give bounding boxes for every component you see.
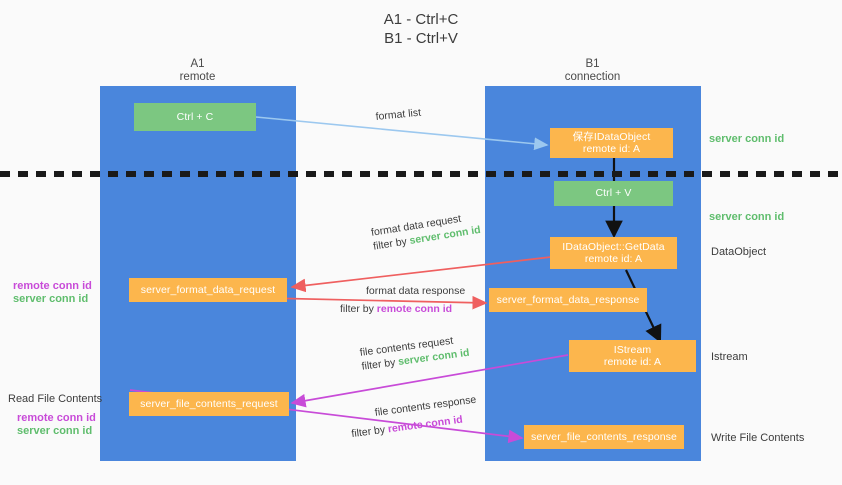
box-istream[interactable]: IStream remote id: A — [569, 340, 696, 372]
box-server-format-data-response-label: server_format_data_response — [496, 293, 640, 306]
box-ctrl-c-label: Ctrl + C — [176, 110, 214, 123]
box-ctrl-c[interactable]: Ctrl + C — [134, 103, 256, 131]
left-label-server-conn-id-2: server conn id — [17, 425, 93, 437]
box-server-format-data-request[interactable]: server_format_data_request — [129, 278, 287, 302]
edge-label-format-data-response-l1: format data response — [366, 285, 466, 297]
lane-a1-name: A1 — [190, 58, 205, 70]
left-label-remote-conn-id-2: remote conn id — [17, 412, 96, 424]
box-server-format-data-response[interactable]: server_format_data_response — [489, 288, 647, 312]
lane-header-b1: B1 connection — [485, 58, 700, 84]
box-save-idataobject[interactable]: 保存IDataObject remote id: A — [550, 128, 673, 158]
arrow-file-contents-request — [290, 354, 569, 408]
right-label-server-conn-id-mid: server conn id — [709, 211, 785, 223]
box-server-file-contents-request[interactable]: server_file_contents_request — [129, 392, 289, 416]
phase-divider — [0, 167, 842, 177]
box-server-file-contents-response-label: server_file_contents_response — [531, 430, 677, 443]
box-ctrl-v[interactable]: Ctrl + V — [554, 181, 673, 206]
lane-b1-name: B1 — [585, 58, 600, 70]
box-server-file-contents-response[interactable]: server_file_contents_response — [524, 425, 684, 449]
box-getdata-line2: remote id: A — [584, 253, 643, 265]
arrow-format-data-request — [290, 256, 552, 293]
box-getdata-line1: IDataObject::GetData — [562, 240, 665, 253]
title-line-1: A1 - Ctrl+C — [383, 11, 459, 28]
right-label-dataobject: DataObject — [711, 246, 767, 258]
right-label-istream: Istream — [711, 351, 748, 363]
box-istream-line2: remote id: A — [603, 356, 662, 368]
box-server-format-data-request-label: server_format_data_request — [140, 283, 276, 296]
diagram-title: A1 - Ctrl+C B1 - Ctrl+V — [0, 10, 842, 48]
box-server-file-contents-request-label: server_file_contents_request — [140, 397, 278, 410]
right-label-server-conn-id-top: server conn id — [709, 133, 785, 145]
box-getdata[interactable]: IDataObject::GetData remote id: A — [550, 237, 677, 269]
left-label-read-file-contents: Read File Contents — [8, 393, 103, 405]
box-istream-line1: IStream — [613, 343, 652, 356]
title-line-2: B1 - Ctrl+V — [384, 30, 458, 47]
arrow-format-list — [255, 116, 549, 151]
right-label-write-file-contents: Write File Contents — [711, 432, 805, 444]
lane-a1-sub: remote — [179, 71, 216, 83]
edge-label-format-data-response: format data response filter by remote co… — [340, 284, 466, 316]
lane-header-a1: A1 remote — [100, 58, 295, 84]
left-label-remote-conn-id-1: remote conn id — [13, 280, 92, 292]
lane-b1-sub: connection — [564, 71, 621, 83]
box-save-idataobject-line2: remote id: A — [582, 143, 641, 155]
key-remote-conn-id: remote conn id — [376, 303, 453, 315]
left-label-server-conn-id-1: server conn id — [13, 293, 89, 305]
box-save-idataobject-line1: 保存IDataObject — [572, 130, 651, 143]
box-ctrl-v-label: Ctrl + V — [595, 187, 632, 200]
edge-label-format-data-response-l2: filter by remote conn id — [340, 303, 453, 315]
